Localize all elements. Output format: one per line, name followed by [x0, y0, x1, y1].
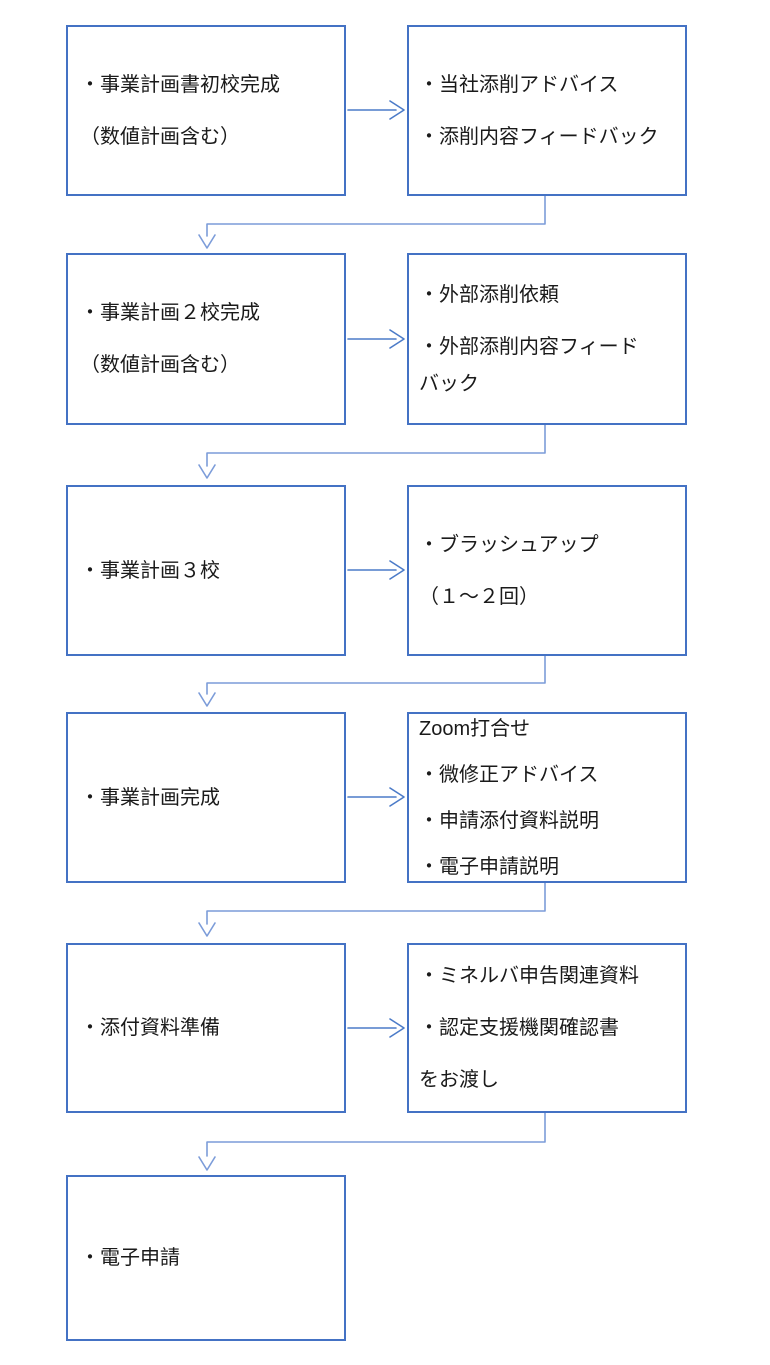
box-text-line: ・認定支援機関確認書: [419, 1017, 619, 1039]
flow-box-brushup: ・ブラッシュアップ （１～２回）: [407, 485, 687, 656]
box-text-line: ・電子申請: [80, 1247, 180, 1269]
box-text-line: ・事業計画書初校完成: [80, 73, 280, 96]
box-text-line: ・外部添削内容フィード: [419, 335, 639, 358]
flow-box-business-plan-second-draft: ・事業計画２校完成 （数値計画含む）: [66, 253, 346, 425]
box-text-line: Zoom打合せ: [419, 717, 531, 740]
flow-box-business-plan-complete: ・事業計画完成: [66, 712, 346, 883]
box-text-line: ・ブラッシュアップ: [419, 533, 599, 556]
box-text-line: （数値計画含む）: [80, 125, 240, 148]
box-text-line: （１～２回）: [419, 585, 539, 608]
box-text-line: ・微修正アドバイス: [419, 763, 599, 786]
box-text-line: ・添付資料準備: [80, 1017, 220, 1039]
flow-box-external-review: ・外部添削依頼 ・外部添削内容フィード バック: [407, 253, 687, 425]
elbow-down-arrow-icon: [198, 195, 546, 1171]
box-text-line: ・添削内容フィードバック: [419, 125, 659, 148]
box-text-line: ・ミネルバ申告関連資料: [419, 965, 639, 987]
box-text-line: ・申請添付資料説明: [419, 809, 599, 832]
flow-box-business-plan-third-draft: ・事業計画３校: [66, 485, 346, 656]
arrow-right-icon: [347, 100, 405, 1038]
box-text-line: ・事業計画２校完成: [80, 302, 260, 324]
flow-box-attachment-preparation: ・添付資料準備: [66, 943, 346, 1113]
box-text-line: ・電子申請説明: [419, 855, 559, 878]
box-text-line: ・事業計画完成: [80, 786, 220, 809]
box-text-line: をお渡し: [419, 1069, 499, 1091]
flow-box-documents-handover: ・ミネルバ申告関連資料 ・認定支援機関確認書 をお渡し: [407, 943, 687, 1113]
box-text-line: ・当社添削アドバイス: [419, 73, 619, 96]
box-text-line: （数値計画含む）: [80, 354, 240, 376]
flow-box-company-review-advice: ・当社添削アドバイス ・添削内容フィードバック: [407, 25, 687, 196]
box-text-line: ・外部添削依頼: [419, 283, 559, 306]
flow-box-electronic-application: ・電子申請: [66, 1175, 346, 1341]
flow-box-business-plan-first-draft: ・事業計画書初校完成 （数値計画含む）: [66, 25, 346, 196]
box-text-line: ・事業計画３校: [80, 559, 220, 582]
flow-box-zoom-meeting: Zoom打合せ ・微修正アドバイス ・申請添付資料説明 ・電子申請説明: [407, 712, 687, 883]
box-text-line: バック: [419, 372, 479, 395]
